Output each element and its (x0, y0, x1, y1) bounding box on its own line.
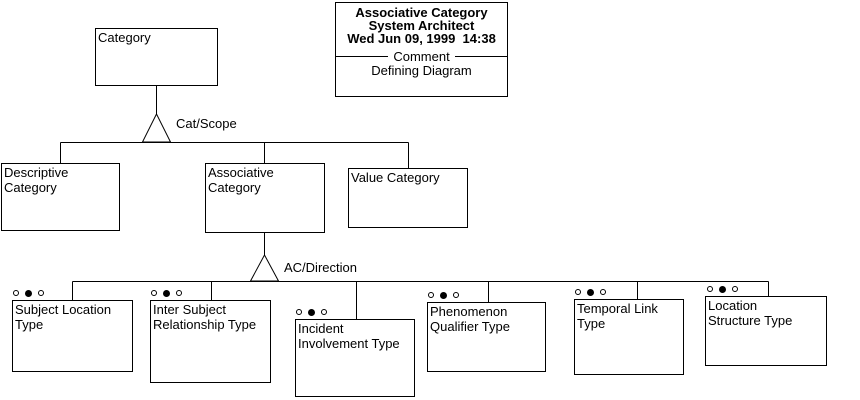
tool-name: System Architect (368, 18, 475, 33)
filled-circle-marker (25, 289, 32, 297)
node-associative-category[interactable]: Associative Category (205, 163, 325, 233)
node-inter-subject-relationship-type[interactable]: Inter Subject Relationship Type (150, 300, 271, 383)
node-label: Phenomenon Qualifier Type (430, 304, 510, 334)
filled-circle-marker (719, 285, 726, 293)
node-label: Temporal Link Type (577, 301, 658, 331)
node-incident-involvement-type[interactable]: Incident Involvement Type (295, 319, 415, 397)
marker-row (707, 284, 738, 294)
open-circle-marker (13, 290, 19, 296)
open-circle-marker (600, 289, 606, 295)
comment-divider: Comment (336, 50, 507, 63)
node-label: Descriptive Category (4, 165, 69, 195)
filled-circle-marker (308, 308, 315, 316)
subtype-triangle-icon (141, 112, 172, 143)
node-label: Inter Subject Relationship Type (153, 302, 257, 332)
filled-circle-marker (587, 288, 594, 296)
open-circle-marker (575, 289, 581, 295)
open-circle-marker (176, 290, 182, 296)
open-circle-marker (38, 290, 44, 296)
node-phenomenon-qualifier-type[interactable]: Phenomenon Qualifier Type (427, 302, 546, 372)
timestamp: Wed Jun 09, 1999 14:38 (347, 31, 496, 46)
open-circle-marker (707, 286, 713, 292)
subtype-triangle-icon (249, 253, 280, 282)
node-subject-location-type[interactable]: Subject Location Type (12, 300, 133, 372)
marker-row (296, 307, 327, 317)
marker-row (13, 288, 44, 298)
filled-circle-marker (163, 289, 170, 297)
marker-row (151, 288, 182, 298)
open-circle-marker (296, 309, 302, 315)
marker-row (575, 287, 606, 297)
ac-direction-connector (72, 233, 769, 319)
node-label: Category (98, 30, 151, 45)
open-circle-marker (453, 292, 459, 298)
filled-circle-marker (440, 291, 447, 299)
node-descriptive-category[interactable]: Descriptive Category (1, 163, 120, 231)
node-label: Incident Involvement Type (298, 321, 400, 351)
node-category[interactable]: Category (95, 28, 218, 86)
node-label: Associative Category (208, 165, 274, 195)
node-value-category[interactable]: Value Category (348, 168, 468, 228)
open-circle-marker (732, 286, 738, 292)
node-label: Value Category (351, 170, 440, 185)
diagram-title-box[interactable]: Associative Category System Architect We… (335, 2, 508, 97)
comment-value: Defining Diagram (371, 63, 472, 78)
open-circle-marker (321, 309, 327, 315)
cat-scope-connector (60, 86, 409, 168)
open-circle-marker (151, 290, 157, 296)
ac-direction-label: AC/Direction (284, 260, 357, 275)
node-temporal-link-type[interactable]: Temporal Link Type (574, 299, 684, 375)
cat-scope-label: Cat/Scope (176, 116, 237, 131)
comment-label: Comment (393, 49, 450, 64)
diagram-title: Associative Category (355, 5, 488, 20)
open-circle-marker (428, 292, 434, 298)
node-label: Location Structure Type (708, 298, 793, 328)
marker-row (428, 290, 459, 300)
node-location-structure-type[interactable]: Location Structure Type (705, 296, 827, 366)
node-label: Subject Location Type (15, 302, 112, 332)
